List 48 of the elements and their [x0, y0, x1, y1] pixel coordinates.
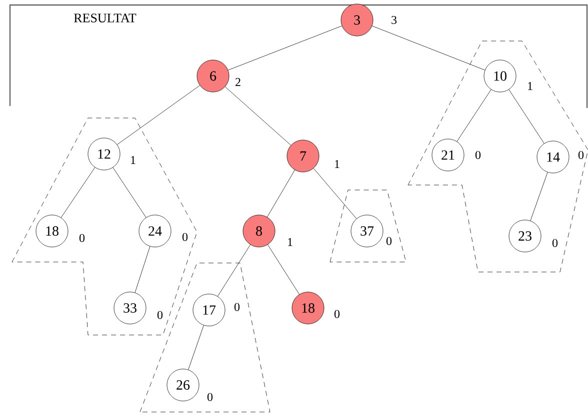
tree-edge: [224, 86, 292, 146]
height-label: 0: [552, 238, 558, 248]
height-label: 0: [234, 302, 240, 312]
height-label: 3: [392, 16, 397, 24]
height-label: 0: [157, 310, 163, 320]
tree-node: 7: [286, 140, 320, 172]
tree-node: 18: [292, 292, 324, 324]
tree-edge: [267, 170, 295, 218]
height-label: 0: [578, 150, 584, 160]
tree-edge: [530, 172, 548, 221]
tree-node: 8: [242, 214, 276, 248]
tree-node: 33: [114, 292, 146, 324]
tree-node: 21: [432, 138, 464, 172]
tree-edge: [188, 325, 204, 370]
tree-node: 10: [484, 60, 516, 92]
height-label: 0: [386, 236, 392, 246]
height-label: 0: [79, 234, 85, 242]
tree-edge: [508, 89, 544, 144]
tree-node: 14: [536, 140, 570, 174]
tree-node: 6: [196, 60, 230, 92]
height-label: 1: [131, 156, 136, 164]
height-label: 1: [288, 238, 292, 246]
height-label: 0: [334, 310, 340, 318]
height-label: 0: [207, 392, 213, 402]
height-label: 1: [528, 82, 532, 90]
tree-node: 17: [192, 294, 226, 326]
tree-edge: [112, 167, 146, 218]
tree-edge: [116, 85, 200, 145]
tree-edge: [456, 89, 492, 142]
tree-edge: [268, 244, 300, 295]
height-label: 1: [335, 160, 340, 168]
tree-node: 26: [166, 368, 200, 402]
height-label: 0: [182, 232, 188, 242]
height-label: 2: [236, 78, 240, 86]
tree-node: 3: [340, 4, 374, 36]
title-label: RESULTAT: [74, 14, 136, 22]
tree-node: 23: [508, 220, 542, 252]
tree-node: 12: [88, 138, 120, 170]
tree-edge: [313, 168, 357, 219]
tree-edge: [217, 244, 251, 297]
tree-node: 37: [350, 214, 384, 248]
tree-edge: [372, 26, 486, 70]
tree-edge: [228, 26, 342, 70]
tree-edge: [60, 167, 96, 218]
height-label: 0: [475, 150, 481, 160]
tree-edge: [134, 246, 150, 293]
tree-node: 24: [138, 214, 172, 248]
tree-node: 18: [36, 214, 68, 248]
